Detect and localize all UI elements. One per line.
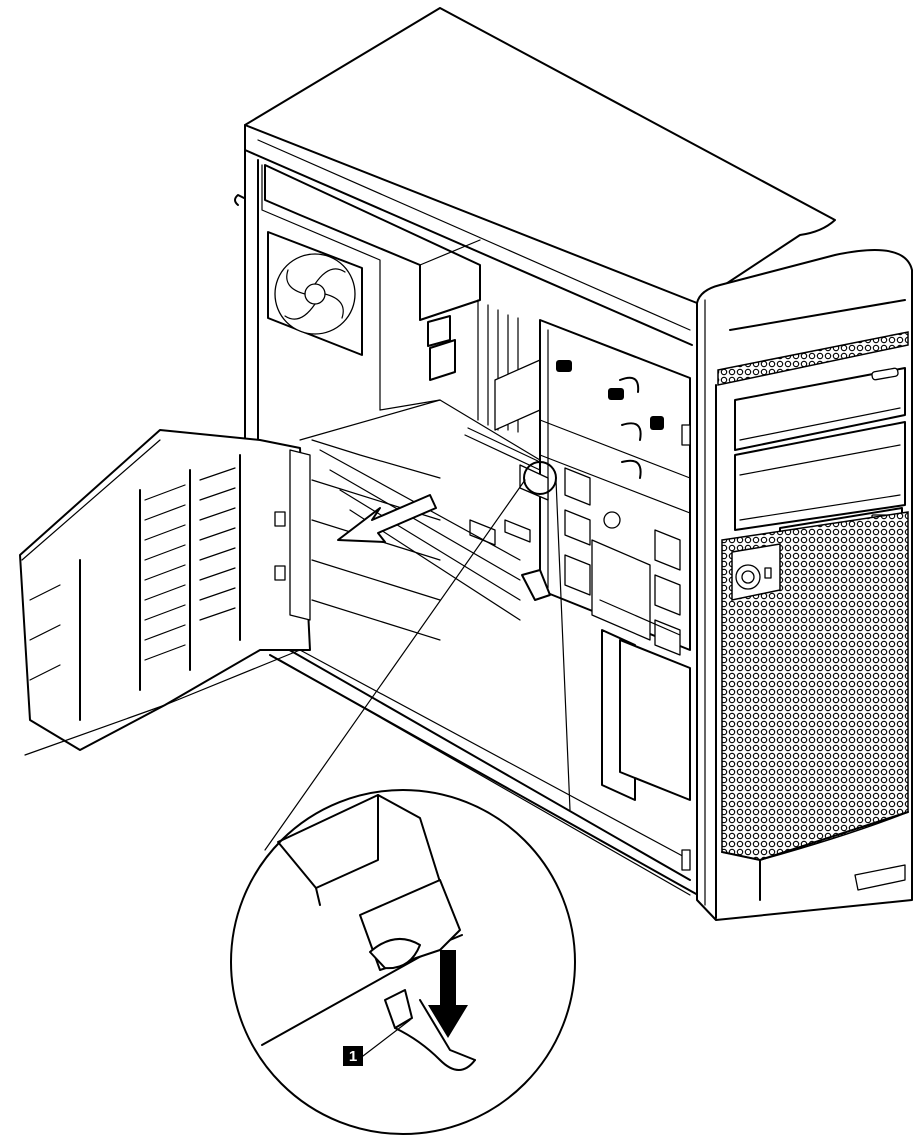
case-body [244,7,836,906]
fan-icon [267,231,363,356]
front-bezel [696,249,913,921]
power-supply [264,164,481,321]
detail-zoom: 1 [230,461,576,1135]
optical-drive-1 [734,367,906,451]
arrow-icon [428,950,468,1038]
drive-cage [519,319,691,801]
zoom-source-circle [523,461,557,495]
zoom-leader-left [264,479,526,851]
case-top-panel [244,7,836,304]
zoom-leader-right [555,479,571,811]
drive-bay-icon [556,360,664,479]
callout-label-1: 1 [349,1048,357,1065]
arrow-icon [337,494,437,543]
callout-badge-1 [343,1046,363,1066]
optical-drive-2 [734,421,906,531]
latch-icon [521,569,551,601]
fan-duct [19,429,691,861]
expansion-slots [464,299,541,546]
